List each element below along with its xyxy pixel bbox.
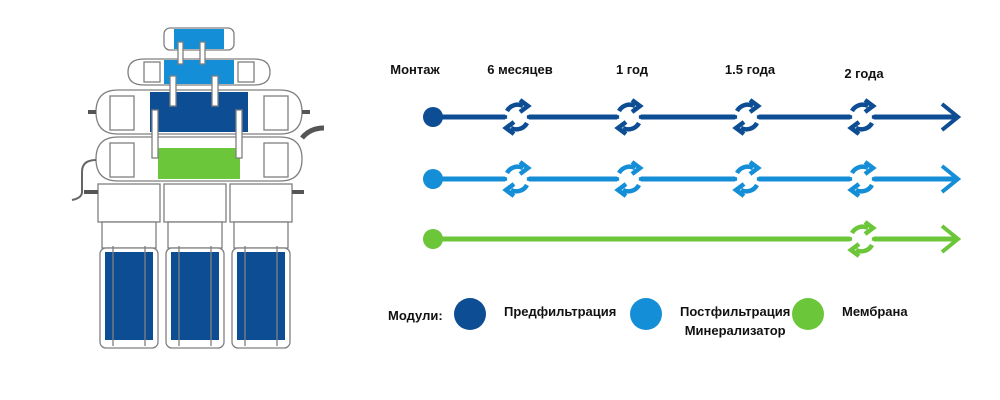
start-dot-icon <box>423 169 443 189</box>
replacement-timeline: Монтаж 6 месяцев 1 год 1.5 года 2 года <box>380 40 980 270</box>
arrow-right-icon <box>940 102 962 132</box>
modules-legend: Модули: Предфильтрация Постфильтрация Ми… <box>388 296 948 346</box>
legend-label-line2: Минерализатор <box>684 323 786 338</box>
milestone-label-6m: 6 месяцев <box>487 62 553 77</box>
legend-label-line1: Постфильтрация <box>680 304 791 319</box>
legend-label-postfiltration: Постфильтрация Минерализатор <box>680 302 790 340</box>
start-dot-icon <box>423 107 443 127</box>
start-dot-icon <box>423 229 443 249</box>
timeline-row-postfiltration <box>423 162 962 196</box>
arrow-right-icon <box>940 164 962 194</box>
timeline-row-membrane <box>423 222 962 256</box>
legend-swatch-prefiltration <box>454 298 486 330</box>
legend-title: Модули: <box>388 308 443 323</box>
timeline-row-prefiltration <box>423 100 962 134</box>
milestone-label-2y: 2 года <box>844 66 884 81</box>
milestone-label-1y: 1 год <box>615 62 649 77</box>
legend-label-prefiltration: Предфильтрация <box>504 304 617 319</box>
milestone-label-start: Монтаж <box>390 62 440 77</box>
legend-swatch-membrane <box>792 298 824 330</box>
legend-label-membrane: Мембрана <box>842 304 908 319</box>
legend-swatch-postfiltration <box>630 298 662 330</box>
milestone-label-1-5y: 1.5 года <box>724 62 776 77</box>
arrow-right-icon <box>940 224 962 254</box>
water-filter-illustration <box>71 27 325 349</box>
